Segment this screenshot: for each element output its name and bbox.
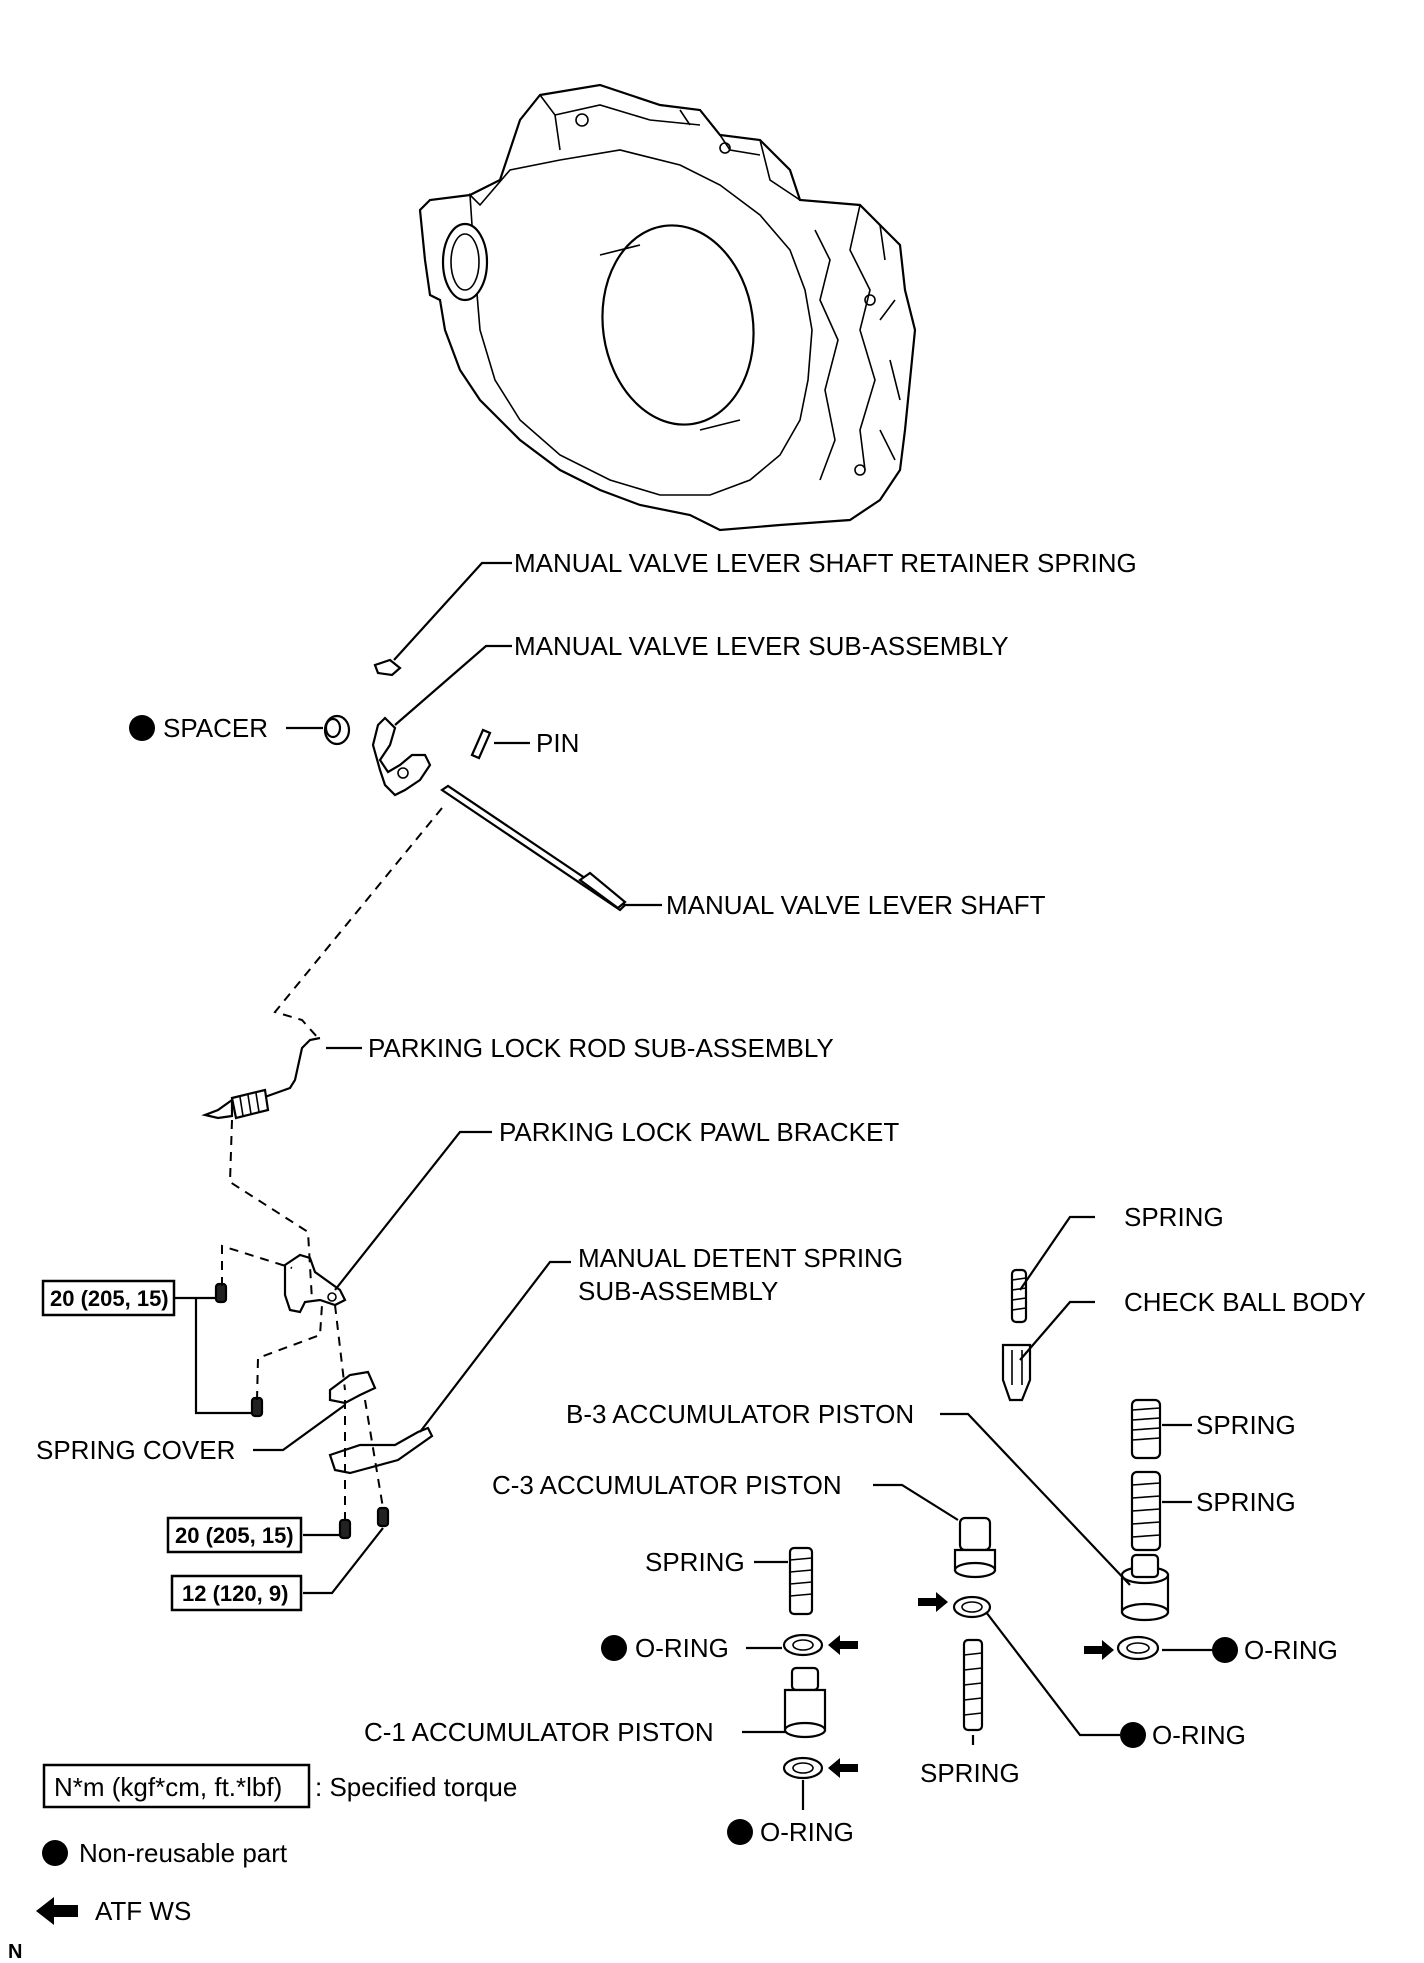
label-c1-oring-top: O-RING (635, 1633, 729, 1663)
spacer-part (323, 714, 351, 746)
c3-oring-part (952, 1595, 992, 1619)
label-c1-piston: C-1 ACCUMULATOR PISTON (364, 1717, 714, 1747)
bracket-bolt-upper (214, 1282, 228, 1304)
detent-bolt-part (338, 1518, 352, 1540)
nonreusable-dot-c3-oring (1120, 1722, 1146, 1748)
torque-value-detent-bolt: 20 (205, 15) (175, 1523, 294, 1548)
nonreusable-dot-c1-oring-bottom (727, 1819, 753, 1845)
label-spacer: SPACER (163, 713, 268, 743)
label-pin: PIN (536, 728, 579, 758)
nonreusable-dot-b3-oring (1212, 1637, 1238, 1663)
label-b3-spring1: SPRING (1196, 1410, 1296, 1440)
label-c3-spring: SPRING (920, 1758, 1020, 1788)
label-lever-shaft: MANUAL VALVE LEVER SHAFT (666, 890, 1046, 920)
label-c3-oring: O-RING (1152, 1720, 1246, 1750)
atf-arrow-c1-top (828, 1635, 858, 1655)
legend-torque-units: N*m (kgf*cm, ft.*lbf) (54, 1772, 282, 1802)
torque-value-bracket-bolts: 20 (205, 15) (50, 1286, 169, 1311)
bracket-bolt-lower (250, 1396, 264, 1418)
spring-top-part (1010, 1268, 1028, 1324)
spring-cover-part (328, 1370, 377, 1405)
c1-piston-part (783, 1666, 827, 1739)
pin-part (470, 728, 492, 760)
atf-arrow-c1-bottom (828, 1758, 858, 1778)
corner-code: N (8, 1941, 22, 1963)
c1-oring-bottom-part (782, 1756, 824, 1780)
legend-nonreusable-dot (42, 1840, 68, 1866)
manual-valve-lever-shaft-part (440, 784, 627, 912)
legend-atf-arrow-icon (36, 1897, 78, 1925)
c1-oring-top-part (782, 1633, 824, 1657)
nonreusable-dot-spacer (129, 715, 155, 741)
label-c1-oring-bottom: O-RING (760, 1817, 854, 1847)
label-spring-top: SPRING (1124, 1202, 1224, 1232)
label-b3-spring2: SPRING (1196, 1487, 1296, 1517)
label-b3-oring: O-RING (1244, 1635, 1338, 1665)
leader-lines (175, 561, 1212, 1810)
label-lever-sub-assembly: MANUAL VALVE LEVER SUB-ASSEMBLY (514, 631, 1009, 661)
manual-detent-spring-part (328, 1426, 434, 1475)
transaxle-case-illustration (418, 83, 917, 532)
b3-spring2-part (1130, 1470, 1162, 1552)
torque-box-bracket-bolts: 20 (205, 15) (41, 1279, 176, 1317)
legend-torque-box (42, 1763, 311, 1809)
retainer-spring-part (373, 658, 402, 677)
c1-spring-part (788, 1546, 814, 1616)
nonreusable-dot-c1-oring-top (601, 1635, 627, 1661)
label-parking-rod: PARKING LOCK ROD SUB-ASSEMBLY (368, 1033, 834, 1063)
label-pawl-bracket: PARKING LOCK PAWL BRACKET (499, 1117, 899, 1147)
b3-oring-part (1116, 1635, 1160, 1661)
atf-arrow-c3 (918, 1592, 948, 1612)
legend-torque-description: : Specified torque (315, 1772, 517, 1802)
c3-spring-part (962, 1638, 984, 1732)
b3-piston-part (1120, 1553, 1170, 1622)
legend-atf-text: ATF WS (95, 1896, 191, 1926)
label-b3-piston: B-3 ACCUMULATOR PISTON (566, 1399, 914, 1429)
label-spring-cover: SPRING COVER (36, 1435, 235, 1465)
check-ball-body-part (1001, 1343, 1032, 1402)
legend: N*m (kgf*cm, ft.*lbf) : Specified torque… (36, 1763, 517, 1926)
legend-nonreusable-text: Non-reusable part (79, 1838, 288, 1868)
c3-piston-part (953, 1516, 997, 1579)
assembly-dashed-lines (221, 807, 443, 1520)
torque-box-detent-bolt: 20 (205, 15) (166, 1516, 303, 1554)
label-c1-spring: SPRING (645, 1547, 745, 1577)
parking-lock-rod-part (201, 1036, 321, 1120)
atf-arrow-b3 (1084, 1640, 1114, 1660)
cover-bolt-part (376, 1506, 390, 1528)
label-check-ball-body: CHECK BALL BODY (1124, 1287, 1366, 1317)
label-detent-spring-line2: SUB-ASSEMBLY (578, 1276, 778, 1306)
torque-box-cover-bolt: 12 (120, 9) (170, 1574, 303, 1612)
label-retainer-spring: MANUAL VALVE LEVER SHAFT RETAINER SPRING (514, 548, 1137, 578)
label-detent-spring-line1: MANUAL DETENT SPRING (578, 1243, 903, 1273)
manual-valve-lever-part (371, 716, 432, 797)
parking-lock-pawl-bracket-part (283, 1253, 347, 1314)
label-c3-piston: C-3 ACCUMULATOR PISTON (492, 1470, 842, 1500)
torque-value-cover-bolt: 12 (120, 9) (182, 1581, 288, 1606)
b3-spring1-part (1130, 1398, 1162, 1460)
